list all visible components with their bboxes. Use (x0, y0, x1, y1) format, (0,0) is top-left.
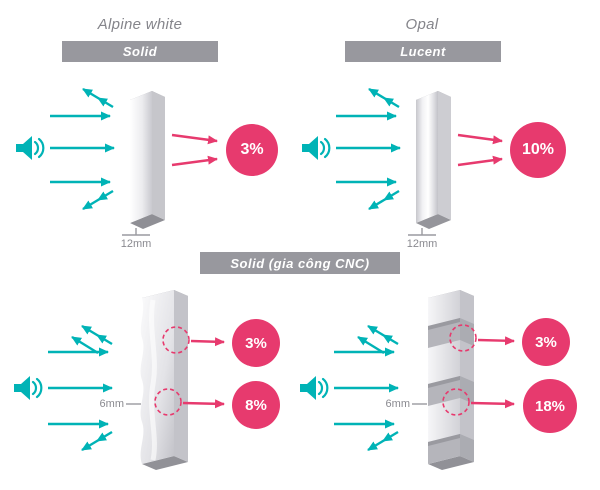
transmission-badge: 8% (232, 381, 280, 429)
transmission-badge: 3% (232, 319, 280, 367)
type-bar-lucent: Lucent (345, 41, 501, 62)
reflected-sound-arrows (71, 324, 113, 452)
speaker-icon (14, 134, 45, 162)
reflected-sound-arrows (368, 87, 400, 211)
transmission-badge: 3% (226, 124, 278, 176)
incoming-sound-arrows (48, 347, 113, 429)
type-bar-solid: Solid (62, 41, 218, 62)
thickness-measure (122, 228, 150, 236)
top-left-diagram (14, 87, 218, 236)
transmission-badge: 3% (522, 318, 570, 366)
solid-panel (130, 91, 165, 229)
material-title-alpine-white: Alpine white (97, 16, 183, 33)
thickness-label: 6mm (99, 398, 124, 410)
top-right-diagram (300, 87, 503, 236)
thickness-measure (408, 228, 436, 236)
transmission-point-marker (154, 388, 182, 416)
bottom-left-diagram (12, 290, 225, 470)
thickness-label: 6mm (385, 398, 410, 410)
cnc-wave-panel (140, 290, 188, 470)
speaker-icon (300, 134, 331, 162)
transmitted-sound-arrows (182, 337, 225, 409)
transmission-badge: 18% (523, 379, 577, 433)
incoming-sound-arrows (50, 111, 115, 187)
transmitted-sound-arrows (470, 336, 515, 409)
reflected-sound-arrows (82, 87, 114, 211)
speaker-icon (298, 374, 329, 402)
material-title-opal: Opal (405, 16, 439, 33)
transmitted-sound-arrows (171, 133, 218, 167)
incoming-sound-arrows (334, 347, 399, 429)
lucent-panel (416, 91, 451, 229)
bottom-right-diagram (298, 290, 515, 470)
transmitted-sound-arrows (457, 133, 503, 167)
section-bar-solid-cnc: Solid (gia công CNC) (200, 252, 400, 274)
thickness-label: 12mm (406, 238, 438, 250)
thickness-label: 12mm (120, 238, 152, 250)
reflected-sound-arrows (357, 324, 399, 452)
transmission-point-marker (162, 326, 190, 354)
transmission-point-marker (449, 324, 477, 352)
transmission-badge: 10% (510, 122, 566, 178)
cnc-groove-panel (428, 290, 474, 470)
transmission-point-marker (442, 388, 470, 416)
speaker-icon (12, 374, 43, 402)
incoming-sound-arrows (336, 111, 401, 187)
